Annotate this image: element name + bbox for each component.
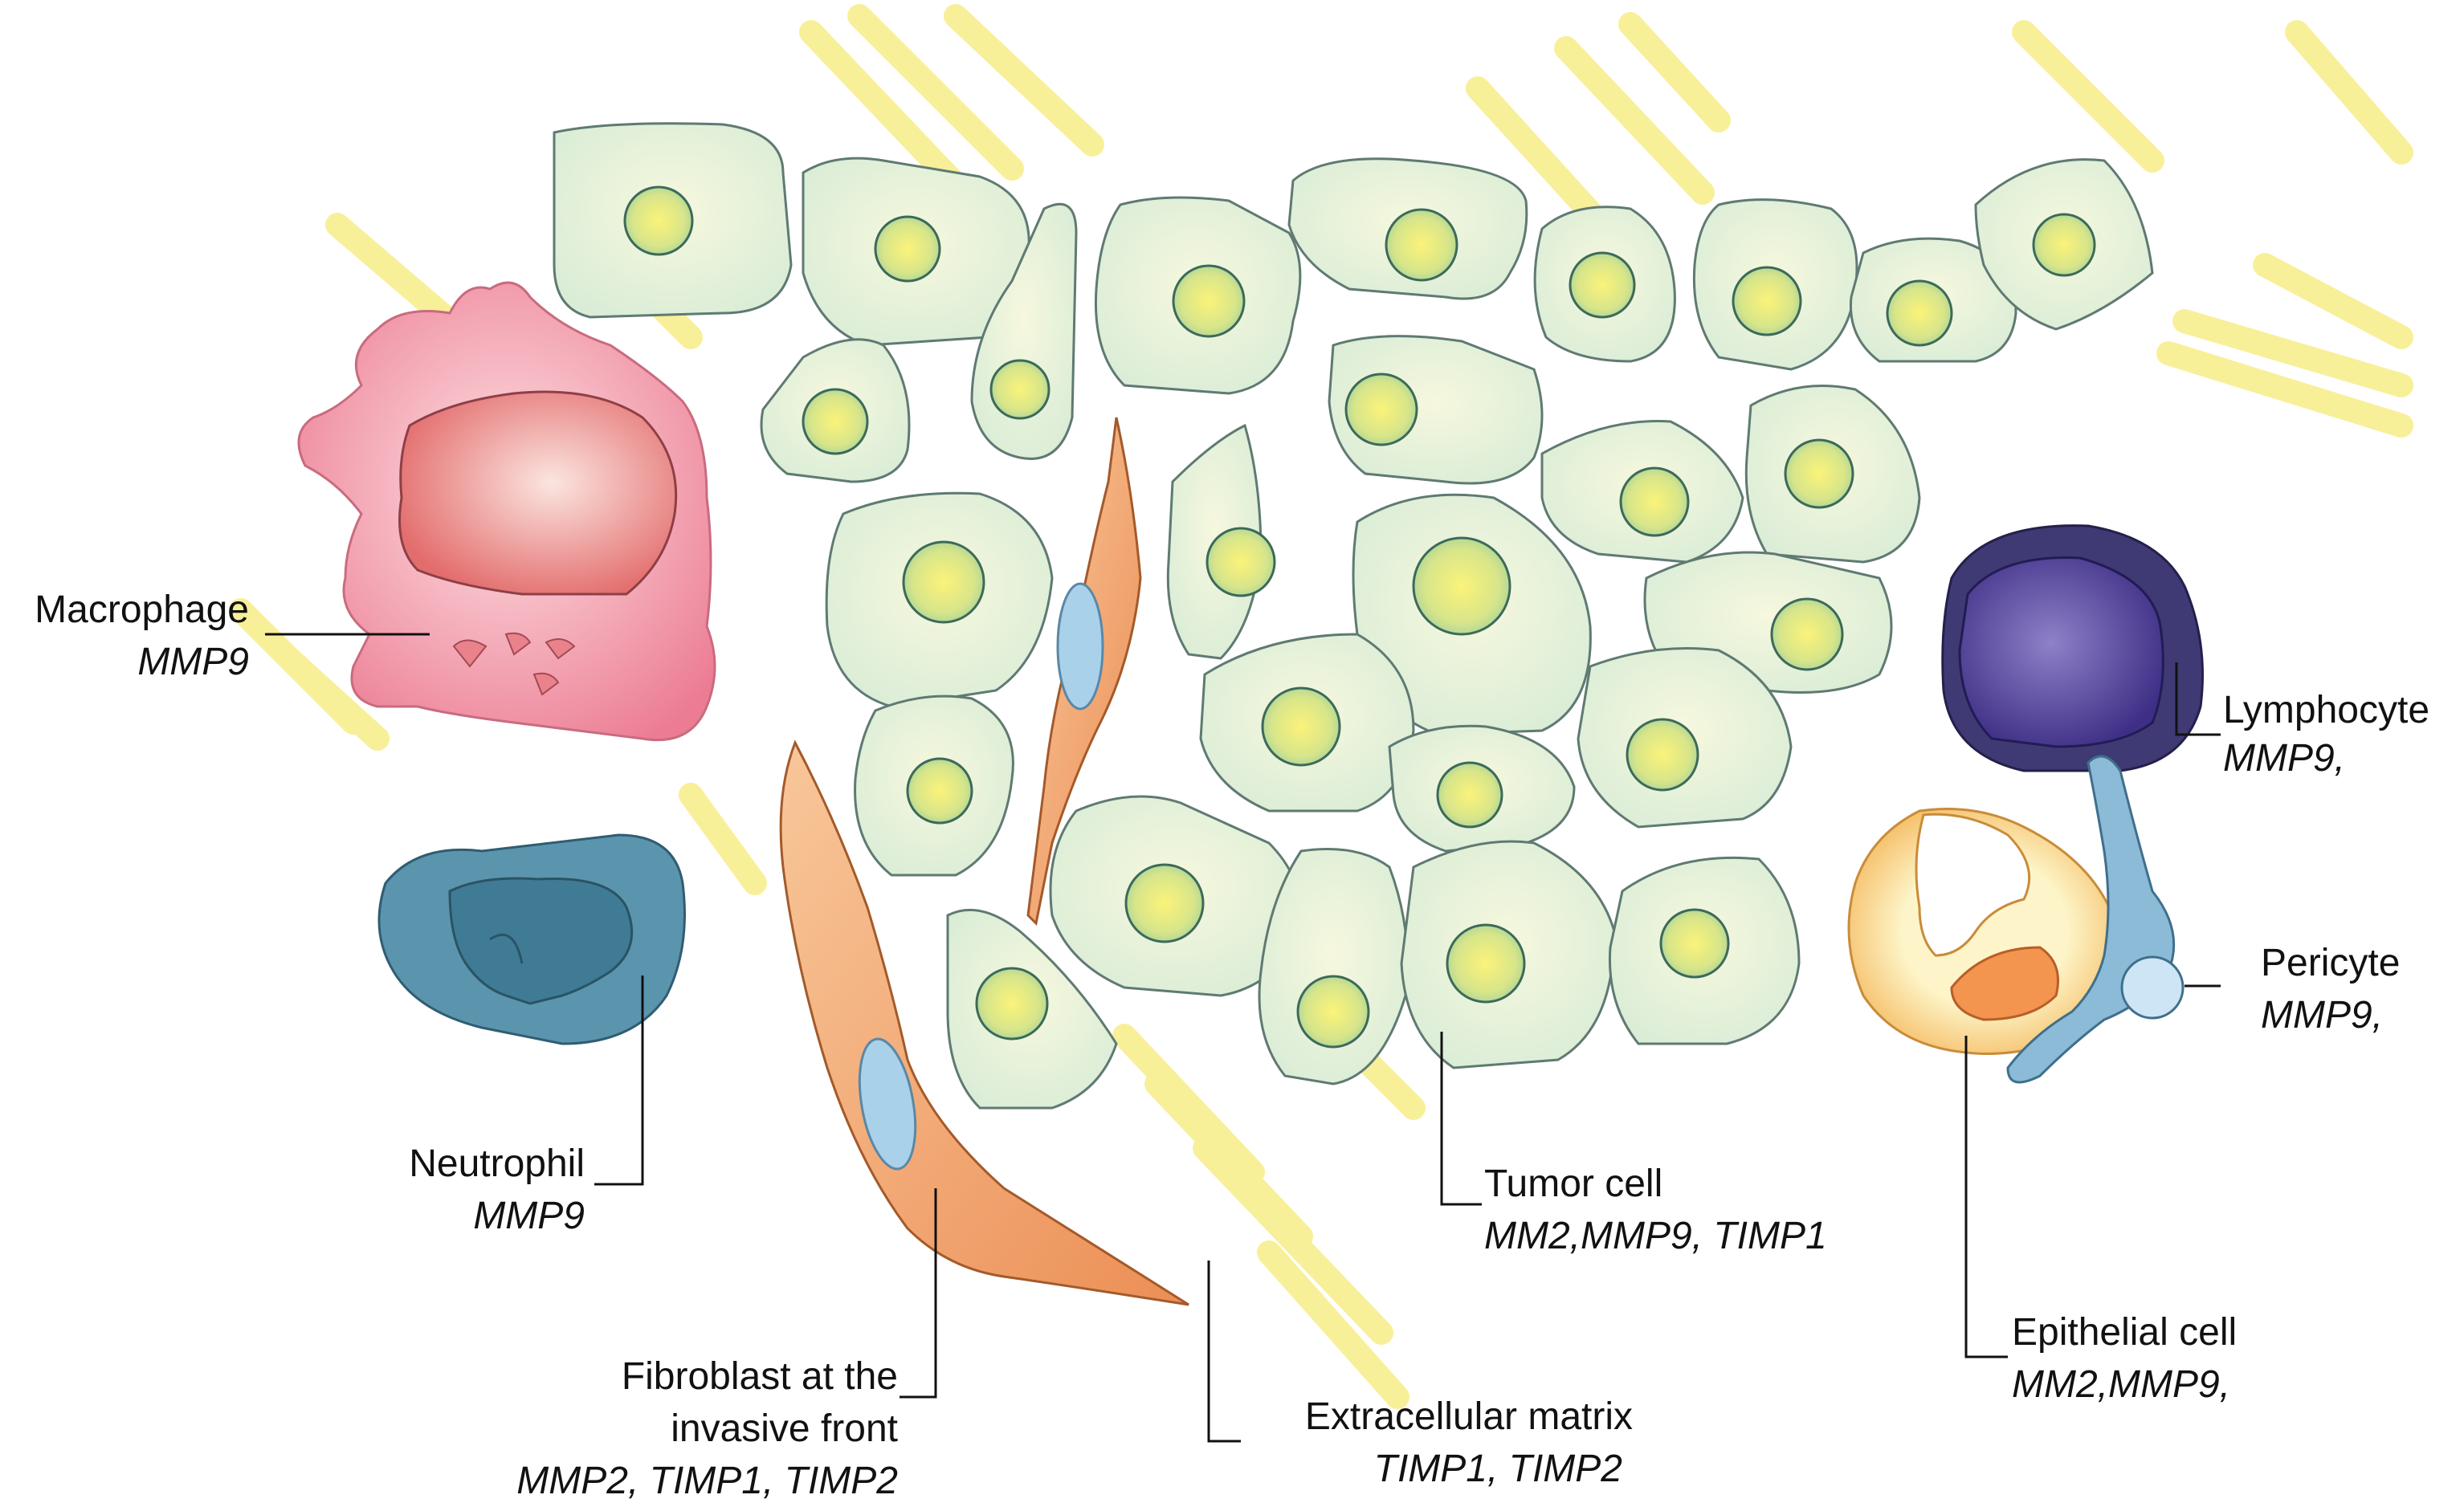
tumor-cell — [1166, 423, 1276, 660]
pericyte — [2006, 755, 2185, 1084]
fibroblast-name-line2: invasive front — [671, 1407, 898, 1450]
leader-lines — [265, 633, 2221, 1443]
lymphocyte-genes: MMP9, — [2223, 737, 2345, 780]
tumor-cell — [946, 908, 1118, 1110]
label-epithelial-cell: Epithelial cell MM2,MMP9, — [2012, 1311, 2237, 1406]
tumor-cell — [553, 122, 793, 319]
leader-epithelial-cell — [1964, 1036, 2008, 1358]
fibroblast-invasive-front — [779, 739, 1189, 1306]
label-fibroblast: Fibroblast at the invasive front MMP2, T… — [516, 1355, 898, 1502]
extracellular-matrix-fibers — [229, 4, 2413, 1409]
tumor-cell — [1692, 198, 1858, 371]
leader-extracellular-matrix — [1207, 1261, 1241, 1443]
pericyte-genes: MMP9, — [2261, 994, 2383, 1037]
macrophage — [297, 281, 716, 742]
leader-fibroblast — [900, 1188, 937, 1399]
tumor-cell — [1974, 158, 2154, 331]
epithelial-cell-genes: MM2,MMP9, — [2012, 1363, 2230, 1406]
tumor-cell — [760, 338, 911, 483]
extracellular-matrix-genes: TIMP1, TIMP2 — [1374, 1448, 1622, 1490]
pericyte-name: Pericyte — [2261, 942, 2400, 984]
fibroblast-upper — [1026, 417, 1142, 927]
fibroblast-nucleus — [858, 1037, 917, 1171]
epithelial-cell — [1847, 808, 2122, 1055]
neutrophil-genes: MMP9 — [473, 1195, 585, 1237]
tumor-cell — [1608, 856, 1801, 1045]
tumor-cell — [1094, 196, 1302, 395]
tumor-cell — [854, 694, 1014, 877]
macrophage-granules — [452, 632, 576, 696]
tumor-cell-name: Tumor cell — [1484, 1163, 1662, 1205]
fibroblast-genes: MMP2, TIMP1, TIMP2 — [516, 1460, 898, 1502]
tumor-cell-genes: MM2,MMP9, TIMP1 — [1484, 1215, 1827, 1257]
label-pericyte: Pericyte MMP9, — [2261, 942, 2400, 1037]
tumor-cell — [1400, 840, 1616, 1069]
fibroblast-nucleus — [1056, 582, 1104, 711]
tumor-cell — [1258, 848, 1409, 1085]
label-extracellular-matrix: Extracellular matrix TIMP1, TIMP2 — [1305, 1395, 1633, 1490]
tumor-cell — [1540, 420, 1744, 564]
tumor-cell — [1533, 206, 1676, 363]
label-macrophage: Macrophage MMP9 — [35, 589, 249, 683]
tumor-cell — [1049, 795, 1304, 997]
label-neutrophil: Neutrophil MMP9 — [409, 1142, 585, 1237]
label-tumor-cell: Tumor cell MM2,MMP9, TIMP1 — [1484, 1163, 1827, 1257]
tumor-cell — [1849, 237, 2017, 363]
tumor-cell-cluster — [553, 122, 2154, 1110]
macrophage-name: Macrophage — [35, 589, 249, 631]
macrophage-genes: MMP9 — [137, 641, 249, 683]
tumor-cell — [1199, 633, 1415, 813]
lymphocyte-name: Lymphocyte — [2223, 689, 2429, 731]
label-lymphocyte: Lymphocyte MMP9, — [2223, 689, 2429, 780]
tumor-cell — [825, 491, 1054, 708]
tumor-cell — [1328, 335, 1544, 485]
tumor-cell — [1388, 724, 1576, 853]
leader-lymphocyte — [2175, 662, 2221, 736]
epithelial-cell-name: Epithelial cell — [2012, 1311, 2237, 1354]
extracellular-matrix-name: Extracellular matrix — [1305, 1395, 1633, 1438]
tumor-cell — [1287, 157, 1528, 300]
leader-neutrophil — [594, 975, 644, 1186]
tumor-cell — [970, 202, 1078, 460]
neutrophil-name: Neutrophil — [409, 1142, 585, 1185]
leader-tumor-cell — [1440, 1032, 1482, 1206]
fibroblast-name-line1: Fibroblast at the — [622, 1355, 898, 1398]
lymphocyte — [1941, 524, 2204, 772]
tumor-cell — [1577, 647, 1793, 829]
neutrophil — [377, 833, 686, 1045]
tumor-cell — [1744, 385, 1921, 564]
